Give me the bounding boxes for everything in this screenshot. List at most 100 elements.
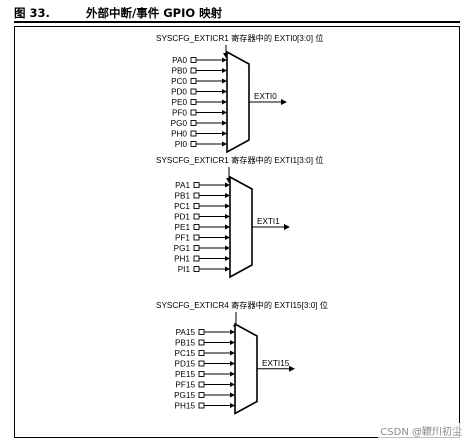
figure-title: 外部中断/事件 GPIO 映射	[86, 6, 223, 20]
pin-label-pe0: PE0	[172, 98, 188, 107]
input-arrowhead	[225, 203, 230, 209]
input-arrowhead	[230, 403, 235, 408]
pin-box	[198, 360, 205, 367]
pin-label-pc1: PC1	[174, 202, 190, 211]
input-arrowhead	[222, 68, 227, 73]
input-arrowhead	[222, 120, 227, 126]
pin-label-pi1: PI1	[178, 265, 191, 274]
input-arrowhead	[230, 392, 235, 398]
pin-box	[190, 57, 197, 63]
multiplexer-shape	[226, 50, 250, 154]
mux-block-exti15: SYSCFG_EXTICR4 寄存器中的 EXTI15[3:0] 位 PA15PB…	[156, 300, 328, 415]
pin-label-pa0: PA0	[172, 56, 187, 65]
input-arrowhead	[225, 266, 230, 272]
pin-label-ph0: PH0	[171, 130, 187, 139]
input-arrowhead	[230, 371, 235, 377]
pin-box	[193, 213, 200, 220]
pin-label-pf15: PF15	[175, 381, 195, 390]
input-arrowhead	[225, 193, 230, 198]
output-label-exti15: EXTI15	[262, 359, 290, 368]
input-arrowhead	[222, 57, 227, 63]
pin-box	[190, 109, 197, 116]
pin-box	[190, 120, 197, 126]
input-arrowhead	[225, 235, 230, 240]
pin-box	[198, 350, 205, 356]
pin-box	[190, 67, 197, 74]
config-label: SYSCFG_EXTICR1 寄存器中的 EXTI1[3:0] 位	[156, 155, 323, 165]
pin-label-pc0: PC0	[171, 77, 187, 86]
multiplexer-shape	[229, 175, 253, 279]
diagram-frame	[14, 26, 460, 438]
pin-box	[193, 203, 200, 209]
mux-block-exti1: SYSCFG_EXTICR1 寄存器中的 EXTI1[3:0] 位PA1PB1P…	[156, 155, 323, 279]
input-arrowhead	[222, 131, 227, 136]
pin-box	[190, 141, 197, 147]
pin-label-pd0: PD0	[171, 88, 187, 97]
pin-label-pe15: PE15	[175, 370, 195, 379]
pin-label-pb0: PB0	[172, 67, 188, 76]
pin-label-pc15: PC15	[175, 349, 196, 358]
pin-box	[193, 182, 200, 188]
header-rule	[14, 21, 460, 23]
pin-box	[193, 266, 200, 272]
input-arrowhead	[225, 182, 230, 188]
pin-box	[198, 402, 205, 409]
pin-box	[193, 192, 200, 199]
output-arrowhead	[289, 365, 295, 372]
multiplexer-shape	[234, 322, 258, 415]
figure-number: 图 33.	[14, 6, 50, 20]
input-arrowhead	[222, 99, 227, 105]
input-arrowhead	[230, 382, 235, 387]
input-arrowhead	[222, 141, 227, 147]
input-arrowhead	[225, 224, 230, 230]
pin-box	[190, 78, 197, 84]
pin-label-pa1: PA1	[175, 181, 190, 190]
input-arrowhead	[225, 256, 230, 261]
pin-box	[193, 245, 200, 251]
pin-label-pd1: PD1	[174, 213, 190, 222]
pin-box	[190, 130, 197, 137]
pin-box	[198, 339, 205, 346]
pin-label-pb15: PB15	[175, 339, 195, 348]
pin-label-pg15: PG15	[174, 391, 195, 400]
input-arrowhead	[230, 329, 235, 335]
pin-box	[190, 99, 197, 105]
input-arrowhead	[225, 245, 230, 251]
pin-label-pd15: PD15	[175, 360, 196, 369]
input-arrowhead	[222, 78, 227, 84]
input-arrowhead	[230, 340, 235, 345]
pin-label-pi0: PI0	[175, 140, 188, 149]
config-label: SYSCFG_EXTICR1 寄存器中的 EXTI0[3:0] 位	[156, 33, 323, 43]
pin-label-pg0: PG0	[171, 119, 188, 128]
pin-label-pe1: PE1	[175, 223, 191, 232]
pin-box	[198, 392, 205, 398]
input-arrowhead	[222, 110, 227, 115]
pin-box	[198, 381, 205, 388]
pin-label-ph15: PH15	[175, 402, 196, 411]
pin-box	[198, 329, 205, 335]
watermark: CSDN @颖川初尘	[378, 423, 464, 438]
mux-block-exti0: SYSCFG_EXTICR1 寄存器中的 EXTI0[3:0] 位PA0PB0P…	[156, 33, 323, 154]
pin-box	[193, 234, 200, 241]
input-arrowhead	[225, 214, 230, 219]
pin-label-pa15: PA15	[176, 328, 196, 337]
output-arrowhead	[284, 224, 290, 230]
pin-label-pg1: PG1	[174, 244, 191, 253]
input-arrowhead	[222, 89, 227, 94]
pin-label-pf1: PF1	[175, 234, 190, 243]
pin-label-pf0: PF0	[172, 109, 187, 118]
input-arrowhead	[230, 361, 235, 366]
output-arrowhead	[281, 99, 287, 105]
pin-box	[193, 255, 200, 262]
pin-box	[193, 224, 200, 230]
input-arrowhead	[230, 350, 235, 356]
pin-box	[190, 88, 197, 95]
pin-box	[198, 371, 205, 377]
pin-label-pb1: PB1	[175, 192, 191, 201]
config-label: SYSCFG_EXTICR4 寄存器中的 EXTI15[3:0] 位	[156, 300, 328, 310]
pin-label-ph1: PH1	[174, 255, 190, 264]
output-label-exti1: EXTI1	[257, 217, 280, 226]
figure-header: 图 33. 外部中断/事件 GPIO 映射	[14, 4, 460, 20]
output-label-exti0: EXTI0	[254, 92, 277, 101]
